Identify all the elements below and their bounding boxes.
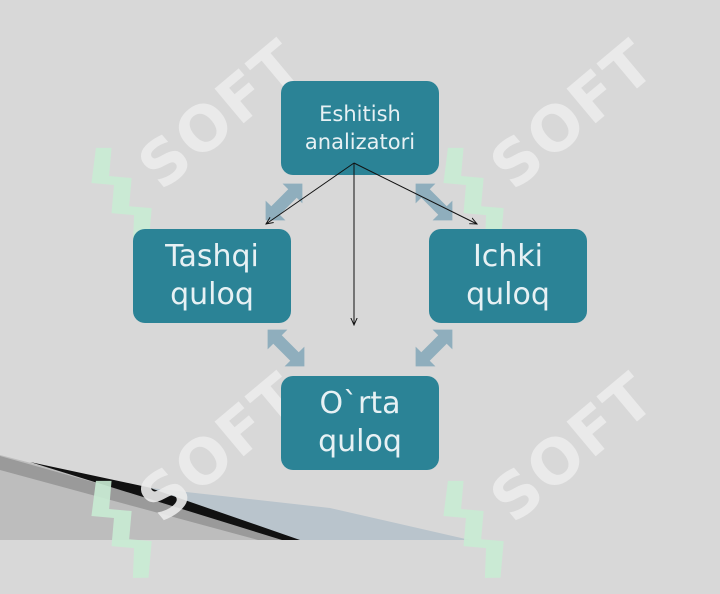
arrow-to-tashqi: [266, 162, 355, 224]
node-label-line: quloq: [318, 424, 402, 459]
node-label-line: Eshitish: [319, 102, 401, 126]
slide: SOFT SOFT SOFT SOFT: [0, 7, 720, 578]
node-tashqi-quloq: Tashqi quloq: [133, 229, 291, 323]
arrow-to-ichki: [353, 162, 477, 224]
connector-top-right: [415, 183, 453, 221]
node-orta-quloq: O`rta quloq: [281, 376, 439, 470]
connector-top-left: [265, 183, 303, 221]
corner-ribbon-decoration: [0, 455, 470, 540]
node-label-line: O`rta: [319, 386, 401, 421]
node-label-line: Ichki: [472, 239, 544, 274]
node-eshitish-analizatori: Eshitish analizatori: [281, 81, 439, 175]
node-label-line: analizatori: [304, 130, 416, 154]
green-s-logo-icon: [443, 147, 504, 245]
connectors: [265, 183, 453, 367]
connector-left-bottom: [267, 329, 305, 367]
node-label-line: quloq: [466, 277, 550, 312]
green-s-logo-icon: [91, 147, 152, 245]
watermark: SOFT: [61, 7, 331, 261]
node-ichki-quloq: Ichki quloq: [429, 229, 587, 323]
watermark: SOFT: [413, 7, 683, 261]
node-label-line: quloq: [170, 277, 254, 312]
thin-arrows: [0, 162, 720, 540]
node-label-line: Tashqi: [165, 239, 259, 274]
connector-right-bottom: [415, 329, 453, 367]
